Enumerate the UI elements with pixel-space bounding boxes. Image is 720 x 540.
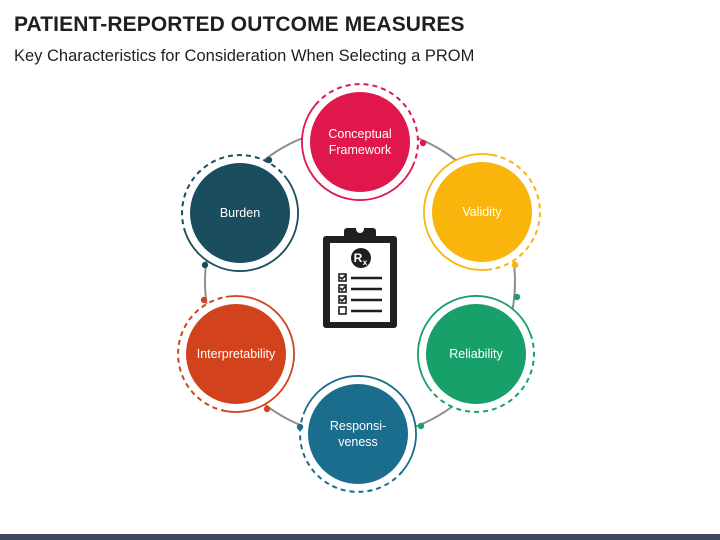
node-label: Interpretability (197, 347, 276, 361)
node-label-line: Responsi- (330, 419, 386, 433)
node-circle (426, 304, 526, 404)
node-circle (432, 162, 532, 262)
node-circle (190, 163, 290, 263)
connector-dot (511, 261, 519, 269)
node-5: Burden (181, 154, 299, 272)
node-solid-arc (301, 104, 416, 201)
node-circle (186, 304, 286, 404)
svg-text:R: R (354, 251, 363, 265)
node-solid-arc (417, 295, 532, 392)
node-dashed-arc (430, 333, 535, 413)
node-dashed-arc (177, 295, 227, 413)
connector-dot (513, 293, 521, 301)
node-label: Reliability (449, 347, 503, 361)
node-label: Responsi-veness (330, 419, 386, 449)
node-4: Interpretability (177, 295, 295, 413)
node-3: Responsi-veness (299, 375, 417, 493)
connector-dot (265, 156, 273, 164)
node-dashed-arc (299, 413, 404, 493)
node-label-line: Conceptual (328, 127, 391, 141)
node-label: Burden (220, 206, 260, 220)
node-circle (308, 384, 408, 484)
node-solid-arc (423, 153, 493, 271)
node-circle (310, 92, 410, 192)
connector-dot (417, 422, 425, 430)
svg-text:x: x (363, 258, 368, 267)
connector-dot (200, 296, 208, 304)
node-label-line: Framework (329, 143, 392, 157)
node-solid-arc (302, 375, 417, 472)
footer-bar (0, 534, 720, 540)
node-dashed-arc (491, 153, 541, 271)
page-title: PATIENT-REPORTED OUTCOME MEASURES (14, 13, 465, 36)
connector-dot (263, 405, 271, 413)
connector-dot (419, 139, 427, 147)
node-dashed-arc (314, 83, 419, 163)
page-subtitle: Key Characteristics for Consideration Wh… (14, 47, 475, 65)
node-label-line: Interpretability (197, 347, 276, 361)
connector-dot (201, 261, 209, 269)
node-label-line: Burden (220, 206, 260, 220)
clipboard-rx-checklist-icon: R x (323, 225, 397, 328)
node-solid-arc (184, 175, 299, 272)
node-2: Reliability (417, 295, 535, 413)
node-label-line: veness (338, 435, 378, 449)
connector-dot (296, 423, 304, 431)
node-label-line: Reliability (449, 347, 503, 361)
node-1: Validity (423, 153, 541, 271)
node-solid-arc (225, 295, 295, 413)
node-label-line: Validity (462, 205, 502, 219)
node-label: Validity (462, 205, 502, 219)
